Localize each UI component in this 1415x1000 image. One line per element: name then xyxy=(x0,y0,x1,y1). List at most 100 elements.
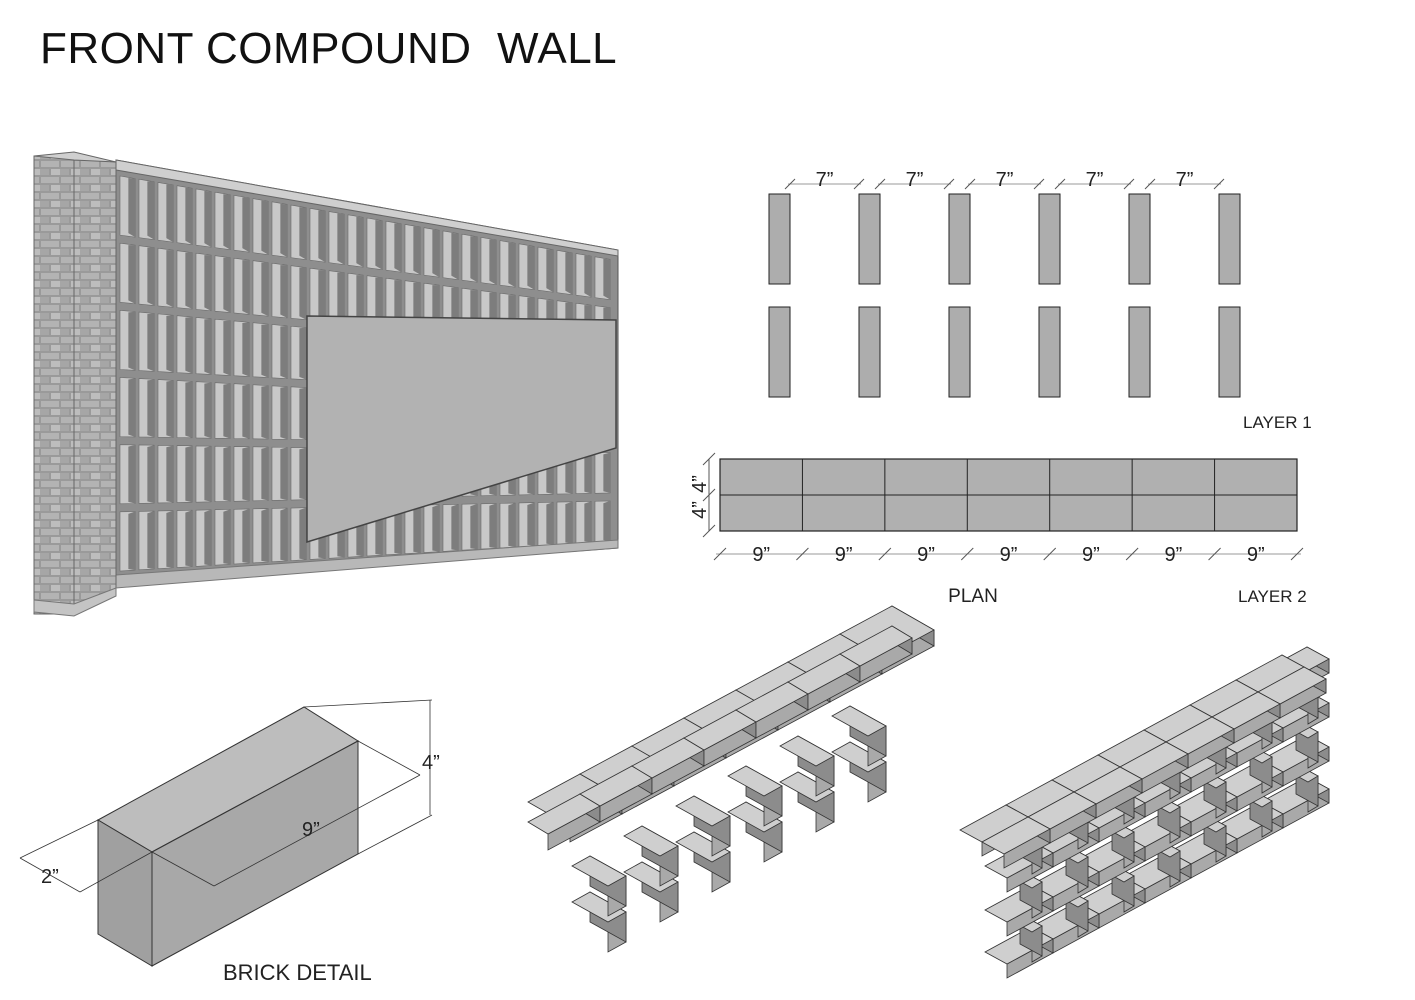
lattice-cell-shade xyxy=(280,508,288,561)
lattice-cell-shade xyxy=(356,216,364,268)
length-dim-label: 9” xyxy=(1000,544,1018,566)
lattice-cell-shade xyxy=(603,258,611,300)
lattice-cell-shade xyxy=(242,260,250,315)
lattice-cell-shade xyxy=(242,446,250,501)
lattice-cell-shade xyxy=(128,178,136,238)
lattice-cell-shade xyxy=(185,187,193,245)
lattice-cell-shade xyxy=(318,210,326,263)
lattice-cell-shade xyxy=(299,207,307,260)
lattice-cell-shade xyxy=(166,380,174,438)
dim-tick xyxy=(784,178,796,190)
lattice-cell-shade xyxy=(128,245,136,304)
lattice-cell-shade xyxy=(204,190,212,248)
dim-tick xyxy=(874,178,886,190)
dim-tick xyxy=(1043,547,1057,561)
brick-pillar-top xyxy=(33,151,117,163)
pier-brick-upper-top xyxy=(779,735,835,767)
lattice-cell-shade xyxy=(584,501,592,543)
lattice-cell-shade xyxy=(565,252,573,295)
dim-tick xyxy=(1033,178,1045,190)
length-dim-label: 9” xyxy=(1247,544,1265,566)
lattice-cell-shade xyxy=(375,277,383,327)
lattice-cell-shade xyxy=(584,452,592,494)
plan-label: PLAN xyxy=(948,586,998,607)
plan-layer-1: 7”7”7”7”7” LAYER 1 xyxy=(768,169,1312,432)
lattice-cell-shade xyxy=(223,194,231,250)
lattice-cell-shade xyxy=(204,318,212,375)
lattice-cell-shade xyxy=(147,445,155,504)
lattice-cell-shade xyxy=(451,232,459,280)
dim-tick xyxy=(853,178,865,190)
layer-1-brick xyxy=(768,306,791,398)
lattice-cell-shade xyxy=(223,383,231,439)
lattice-cell-shade xyxy=(565,501,573,544)
lattice-cell-shade xyxy=(318,270,326,322)
dim-tick xyxy=(1123,178,1135,190)
lattice-cell-shade xyxy=(508,503,516,547)
length-dim-label: 9” xyxy=(835,544,853,566)
layer-1-brick xyxy=(948,306,971,398)
width-dim-label-bottom: 4” xyxy=(689,501,711,519)
length-dim-label: 9” xyxy=(752,544,770,566)
lattice-cell-shade xyxy=(185,317,193,374)
lattice-cell-shade xyxy=(261,324,269,378)
width-dim-label-top: 4” xyxy=(689,475,711,493)
lattice-cell-shade xyxy=(147,379,155,438)
spacing-dim-label: 7” xyxy=(1176,169,1194,191)
layer-1-label: LAYER 1 xyxy=(1243,413,1312,432)
pillar-base xyxy=(33,587,117,617)
lattice-cell-shade xyxy=(242,322,250,377)
layer-1-brick xyxy=(1038,193,1061,285)
length-dim-label: 9” xyxy=(917,544,935,566)
lattice-cell-shade xyxy=(299,327,307,380)
lattice-cell-shade xyxy=(242,197,250,253)
lattice-cell-shade xyxy=(185,381,193,438)
lattice-cell-shade xyxy=(470,236,478,283)
spacing-dim-label: 7” xyxy=(996,169,1014,191)
brick-detail: 4” 9” 2” BRICK DETAIL xyxy=(19,699,440,985)
lattice-cell-shade xyxy=(261,508,269,562)
lattice-cell-shade xyxy=(375,220,383,270)
lattice-cell-shade xyxy=(223,509,231,565)
lattice-cell-shade xyxy=(413,505,421,553)
layer-1-brick xyxy=(1218,306,1241,398)
lattice-cell-shade xyxy=(147,511,155,569)
lattice-cell-shade xyxy=(299,447,307,500)
layer-2-iso-row xyxy=(527,605,935,851)
layer-1-brick xyxy=(1038,306,1061,398)
dim-tick xyxy=(1144,178,1156,190)
lattice-cell-shade xyxy=(128,311,136,371)
spacing-dim-label: 7” xyxy=(1086,169,1104,191)
lattice-cell-shade xyxy=(470,503,478,550)
lattice-cell-shade xyxy=(489,503,497,549)
lattice-cell-shade xyxy=(394,505,402,554)
length-dim-label: 9” xyxy=(1164,544,1182,566)
lattice-cell-shade xyxy=(261,385,269,440)
dim-tick xyxy=(1125,547,1139,561)
gate-panel xyxy=(306,315,617,544)
lattice-cell-shade xyxy=(527,245,535,290)
row-brick-front-top xyxy=(839,625,913,667)
lattice-cell-shade xyxy=(489,239,497,285)
lattice-cell-shade xyxy=(128,378,136,437)
pier-brick-upper-top xyxy=(571,855,627,887)
brick-height-label: 4” xyxy=(422,752,440,774)
lattice-cell-shade xyxy=(261,447,269,501)
lattice-cell-shade xyxy=(546,249,554,293)
assembled-top-brick-front-top xyxy=(981,816,1051,855)
dim-tick xyxy=(878,547,892,561)
dim-tick xyxy=(1290,547,1304,561)
lattice-cell-shade xyxy=(337,213,345,265)
lattice-cell-shade xyxy=(261,262,269,317)
lattice-cell-shade xyxy=(147,247,155,306)
lattice-cell-shade xyxy=(204,446,212,502)
lattice-cell-shade xyxy=(166,510,174,568)
lattice-cell-shade xyxy=(603,452,611,493)
dim-tick xyxy=(943,178,955,190)
page-title: FRONT COMPOUND WALL xyxy=(40,24,618,73)
lattice-cell-shade xyxy=(166,445,174,503)
dim-tick xyxy=(1208,547,1221,561)
dim-tick xyxy=(1213,178,1225,190)
brick-width-label: 2” xyxy=(41,866,59,888)
